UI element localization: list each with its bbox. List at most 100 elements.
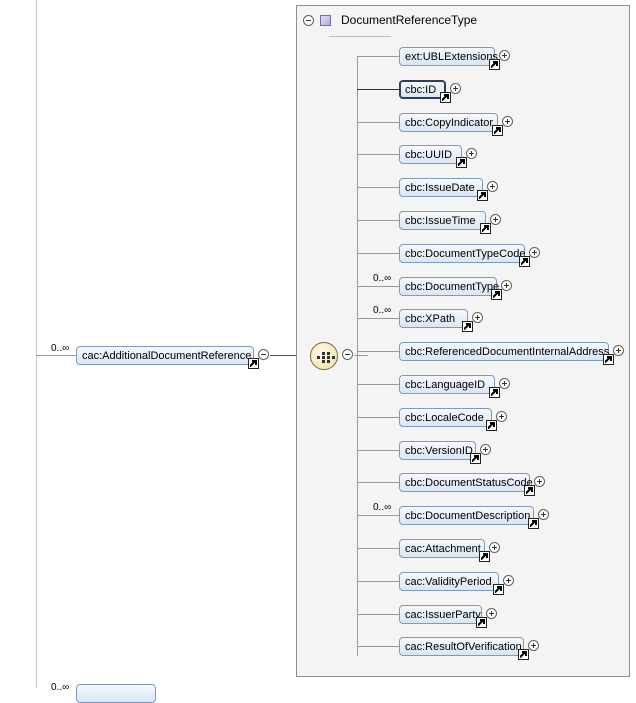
child-connector [357, 220, 399, 221]
child-connector [357, 89, 399, 90]
parent-element-label: cac:AdditionalDocumentReference [82, 349, 252, 362]
reference-arrow-icon [518, 649, 529, 660]
child-element-node[interactable]: cac:Attachment [399, 539, 485, 558]
child-connector [357, 614, 399, 615]
child-element-label: cbc:IssueDate [405, 181, 475, 194]
child-element-node[interactable]: cbc:CopyIndicator [399, 113, 498, 132]
child-connector [357, 351, 399, 352]
child-cardinality: 0..∞ [373, 305, 392, 316]
complex-type-header: DocumentReferenceType [303, 11, 477, 29]
minus-circle-icon[interactable] [258, 349, 269, 360]
child-connector [357, 122, 399, 123]
child-element-label: cbc:ReferencedDocumentInternalAddress [405, 345, 610, 358]
child-element-label: cbc:IssueTime [405, 214, 476, 227]
child-connector [357, 548, 399, 549]
plus-circle-icon[interactable] [613, 345, 624, 356]
child-element-label: cac:ValidityPeriod [405, 575, 492, 588]
reference-arrow-icon [489, 59, 500, 70]
plus-circle-icon[interactable] [472, 312, 483, 323]
child-element-node[interactable]: cbc:LanguageID [399, 375, 495, 394]
plus-circle-icon[interactable] [499, 50, 510, 61]
child-cardinality: 0..∞ [373, 502, 392, 513]
child-element-label: cac:IssuerParty [405, 608, 481, 621]
sequence-compositor-icon[interactable] [310, 342, 338, 370]
child-element-node[interactable]: cbc:DocumentStatusCode [399, 473, 533, 492]
plus-circle-icon[interactable] [466, 148, 477, 159]
child-connector [357, 154, 399, 155]
child-element-label: cac:Attachment [405, 542, 481, 555]
parent-to-sequence-connector [270, 355, 310, 356]
sequence-connector [354, 355, 368, 356]
child-element-node[interactable]: cbc:ReferencedDocumentInternalAddress [399, 342, 609, 361]
plus-circle-icon[interactable] [499, 378, 510, 389]
child-element-label: cbc:UUID [405, 148, 453, 161]
reference-arrow-icon [462, 321, 473, 332]
child-element-label: cac:ResultOfVerification [405, 640, 522, 653]
minus-circle-icon[interactable] [303, 14, 314, 26]
complex-type-icon [320, 14, 331, 26]
plus-circle-icon[interactable] [496, 411, 507, 422]
reference-arrow-icon [476, 617, 487, 628]
child-element-node[interactable]: cbc:DocumentTypeCode [399, 244, 525, 263]
reference-arrow-icon [493, 584, 504, 595]
child-connector [357, 384, 399, 385]
child-connector [357, 286, 399, 287]
child-element-node[interactable]: cbc:UUID [399, 145, 462, 164]
plus-circle-icon[interactable] [534, 476, 545, 487]
child-element-node[interactable]: cbc:DocumentDescription [399, 506, 534, 525]
child-element-node[interactable]: cbc:LocaleCode [399, 408, 492, 427]
plus-circle-icon[interactable] [486, 608, 497, 619]
minus-circle-icon[interactable] [342, 349, 353, 360]
child-element-node[interactable]: cbc:IssueTime [399, 211, 486, 230]
child-element-node[interactable]: cbc:IssueDate [399, 178, 483, 197]
child-element-node[interactable]: cac:IssuerParty [399, 605, 482, 624]
plus-circle-icon[interactable] [538, 509, 549, 520]
plus-circle-icon[interactable] [502, 116, 513, 127]
parent-cardinality: 0..∞ [51, 343, 70, 354]
plus-circle-icon[interactable] [501, 280, 512, 291]
next-sibling-node[interactable] [76, 684, 156, 703]
reference-arrow-icon [519, 256, 530, 267]
child-connector [357, 253, 399, 254]
child-element-node[interactable]: cac:ValidityPeriod [399, 572, 499, 591]
child-element-label: cbc:DocumentType [405, 280, 500, 293]
plus-circle-icon[interactable] [450, 83, 461, 94]
child-connector [357, 318, 399, 319]
child-element-node[interactable]: cbc:VersionID [399, 441, 476, 460]
plus-circle-icon[interactable] [529, 247, 540, 258]
child-element-label: cbc:CopyIndicator [405, 116, 494, 129]
child-connector [357, 56, 399, 57]
child-element-node[interactable]: cac:ResultOfVerification [399, 637, 524, 656]
child-element-label: cbc:LanguageID [405, 378, 486, 391]
child-element-node[interactable]: cbc:ID [399, 80, 446, 99]
reference-arrow-icon [489, 387, 500, 398]
plus-circle-icon[interactable] [487, 181, 498, 192]
child-element-node[interactable]: cbc:XPath [399, 309, 468, 328]
child-connector [357, 515, 399, 516]
plus-circle-icon[interactable] [528, 640, 539, 651]
reference-arrow-icon [456, 157, 467, 168]
child-connector [357, 646, 399, 647]
reference-arrow-icon [480, 223, 491, 234]
plus-circle-icon[interactable] [503, 575, 514, 586]
child-element-label: ext:UBLExtensions [405, 50, 498, 63]
child-element-node[interactable]: ext:UBLExtensions [399, 47, 498, 66]
complex-type-label: DocumentReferenceType [341, 13, 478, 27]
plus-circle-icon[interactable] [480, 444, 491, 455]
child-element-label: cbc:LocaleCode [405, 411, 484, 424]
reference-arrow-icon [470, 453, 481, 464]
reference-arrow-icon [479, 551, 490, 562]
complex-type-underline [329, 36, 391, 37]
parent-element-node[interactable]: cac:AdditionalDocumentReference [76, 346, 254, 365]
child-element-node[interactable]: cbc:DocumentType [399, 277, 500, 296]
reference-arrow-icon [603, 354, 614, 365]
child-cardinality: 0..∞ [373, 273, 392, 284]
child-element-label: cbc:DocumentStatusCode [405, 476, 533, 489]
reference-arrow-icon [440, 92, 451, 103]
plus-circle-icon[interactable] [490, 214, 501, 225]
sequence-trunk [357, 56, 358, 656]
plus-circle-icon[interactable] [489, 542, 500, 553]
child-connector [357, 482, 399, 483]
child-connector [357, 581, 399, 582]
reference-arrow-icon [491, 289, 502, 300]
